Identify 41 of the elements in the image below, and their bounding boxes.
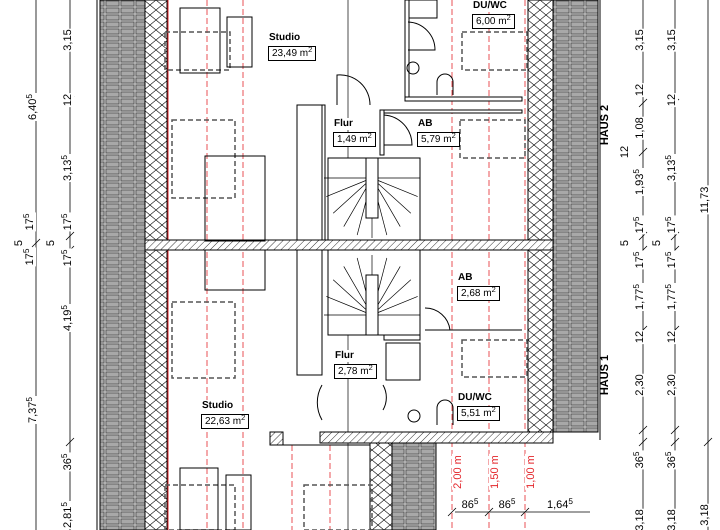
room-area-tag: 2,78 m$^{2}$	[334, 364, 377, 379]
room-name: Flur	[333, 118, 354, 130]
dimension-label: 2,30	[634, 373, 646, 397]
dimension-label: 12	[634, 330, 646, 344]
room-area-tag: 1,49 m$^{2}$	[333, 132, 376, 147]
dimension-label: 3,18	[666, 508, 678, 530]
room-name: DU/WC	[472, 0, 508, 12]
dimension-label: 5	[619, 238, 631, 248]
house-label: HAUS 2	[599, 104, 611, 146]
room-name: DU/WC	[457, 392, 493, 404]
dimension-label: 3,18	[699, 503, 711, 527]
dimension-label: 5	[45, 238, 57, 248]
room-area-tag: 2,68 m$^{2}$	[457, 286, 500, 301]
dimension-label: 11,73	[699, 186, 711, 214]
dimension-label: 12	[619, 144, 631, 160]
height-label: 1,00 m	[525, 454, 537, 490]
dimension-label: 3,15	[666, 28, 678, 52]
room-area-tag: 6,00 m$^{2}$	[472, 14, 515, 29]
height-label: 1,50 m	[489, 454, 501, 490]
room-name: Studio	[201, 400, 234, 412]
dimension-label: 3,15	[634, 28, 646, 52]
room-area-tag: 5,51 m$^{2}$	[457, 406, 500, 421]
dimension-label: 86$^{5}$	[498, 499, 516, 511]
height-label: 2,00 m	[452, 454, 464, 490]
dimension-label: 12	[62, 92, 74, 108]
room-area-tag: 23,49 m$^{2}$	[268, 46, 316, 61]
room-name: Flur	[334, 350, 355, 362]
dimension-label: 3,15	[62, 28, 74, 52]
house-label: HAUS 1	[599, 354, 611, 396]
dimension-label: 12	[666, 330, 678, 344]
dimension-label: 12	[666, 92, 678, 108]
dimension-label: 12	[634, 82, 646, 98]
room-area-tag: 22,63 m$^{2}$	[201, 414, 250, 429]
dimension-label: 1,64$^{5}$	[546, 499, 574, 511]
dimension-label: 2,30	[666, 373, 678, 397]
dimension-label: 5	[13, 238, 25, 248]
dimension-label: 86$^{5}$	[460, 499, 480, 511]
dimension-label: 5	[651, 238, 663, 248]
dimension-label: 3,18	[634, 508, 646, 530]
room-area-tag: 5,79 m$^{2}$	[417, 132, 460, 147]
dimension-label: 1,08	[634, 116, 646, 140]
